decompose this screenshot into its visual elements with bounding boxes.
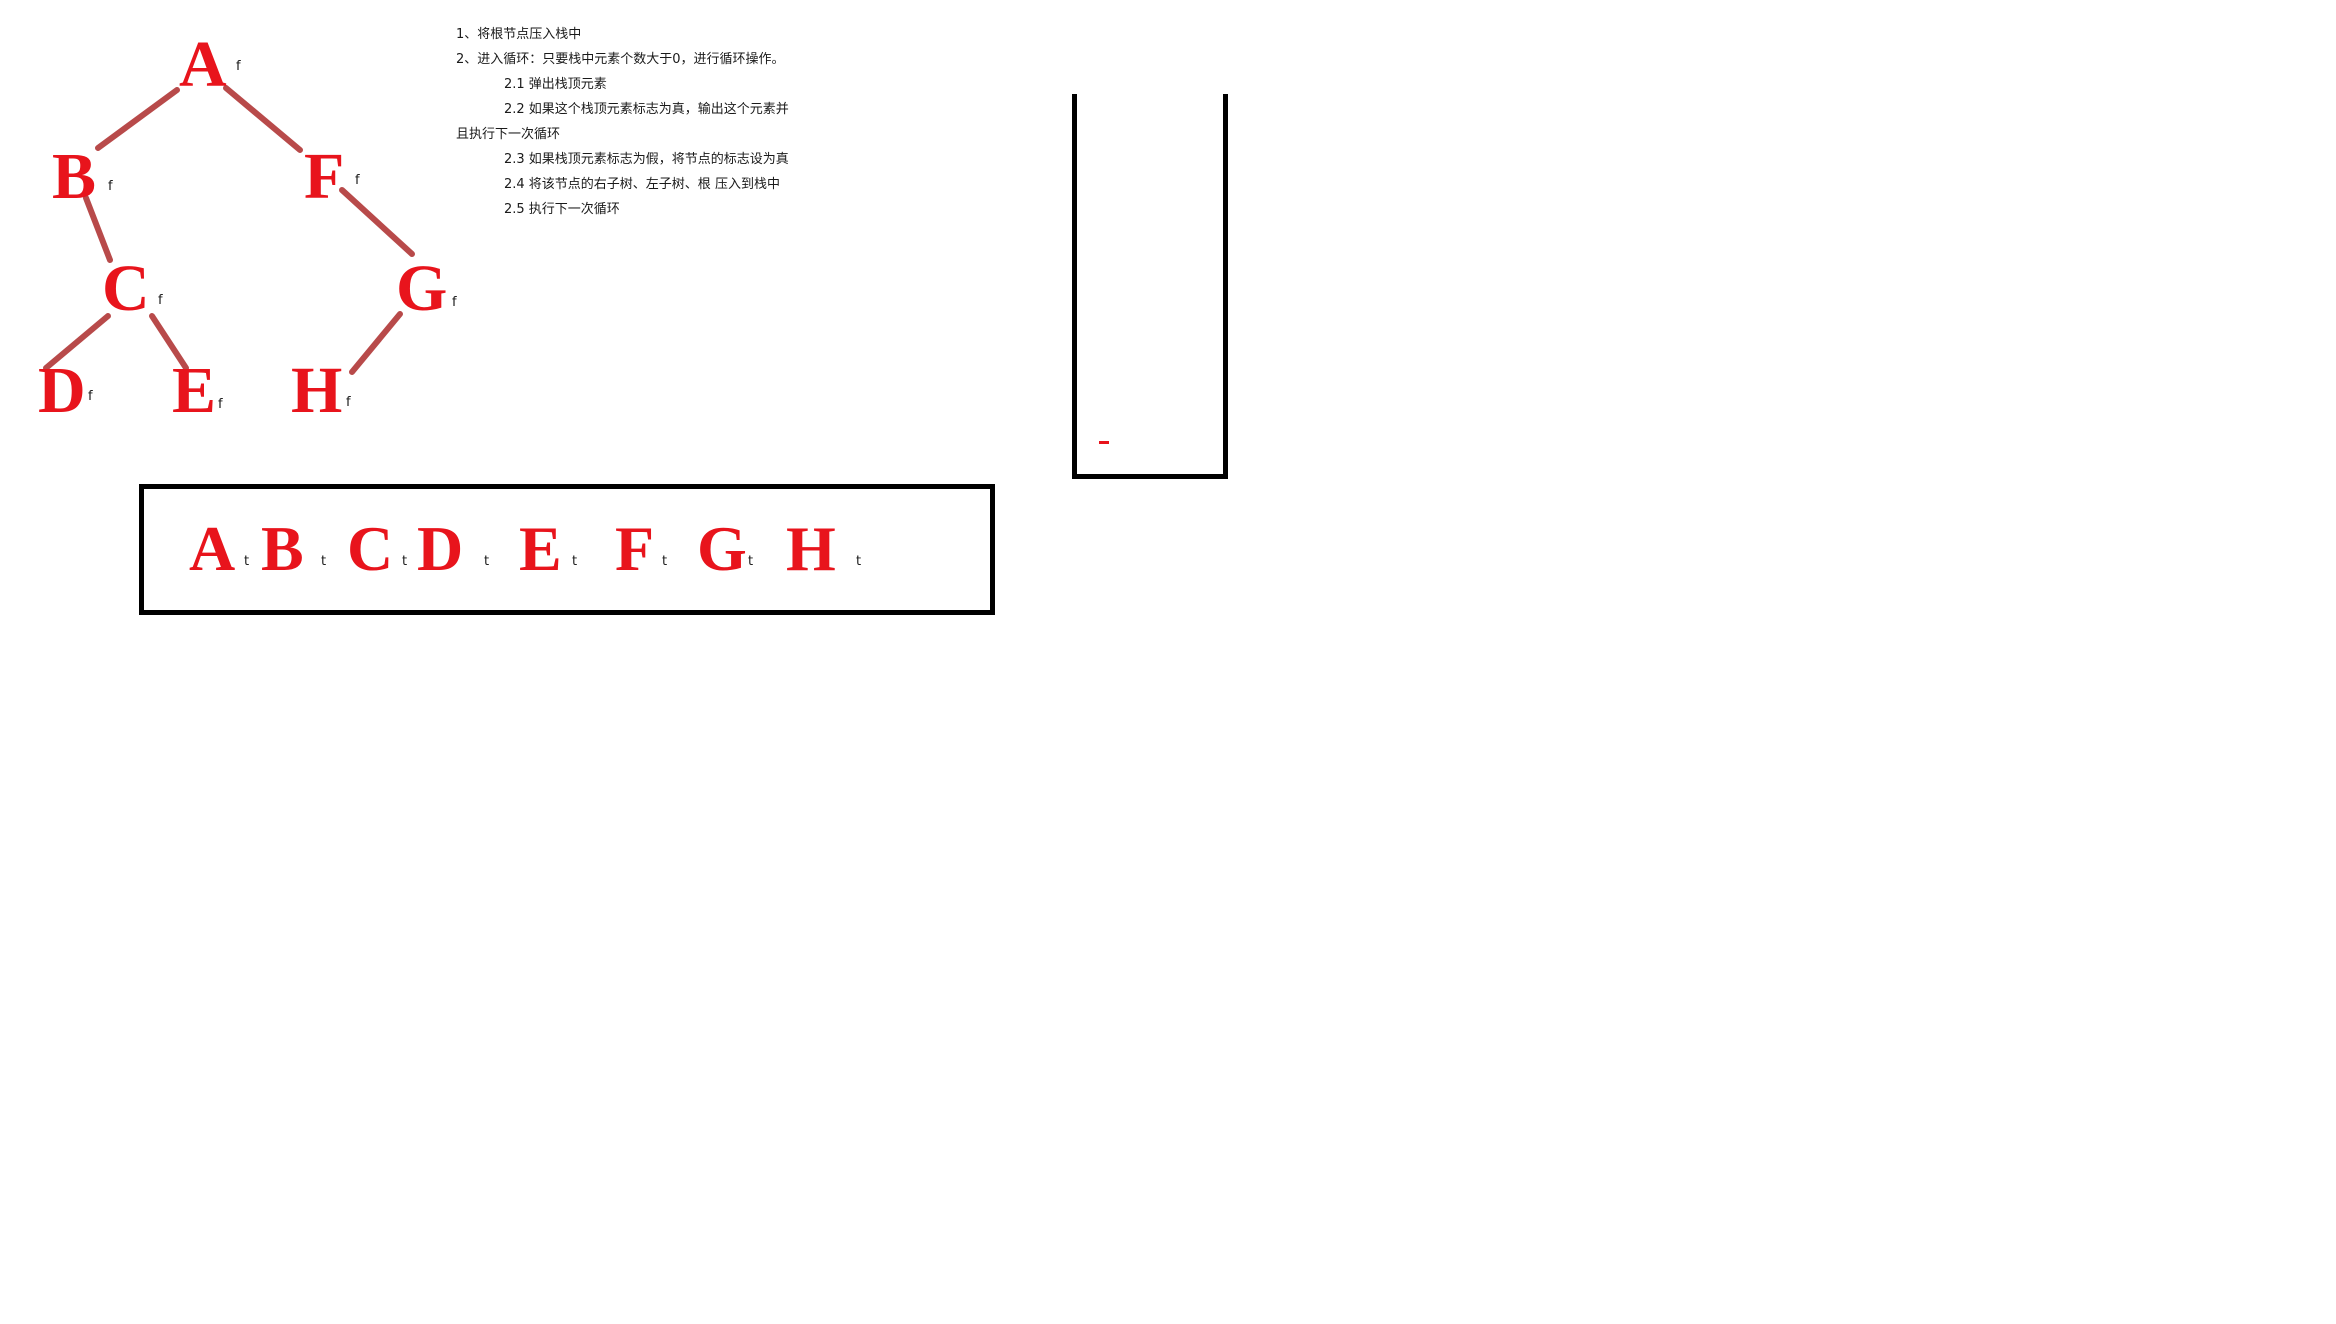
- output-item-g-flag: t: [748, 554, 754, 569]
- output-item-a-label: A: [189, 513, 236, 584]
- output-item-f-flag: t: [662, 554, 668, 569]
- edge-c-e: [149, 313, 189, 371]
- output-item-f-label: F: [615, 513, 655, 584]
- step-2-3: 2.3 如果栈顶元素标志为假，将节点的标志设为真: [504, 152, 789, 167]
- step-2-4: 2.4 将该节点的右子树、左子树、根 压入到栈中: [504, 177, 780, 192]
- node-f-flag: f: [355, 173, 360, 188]
- edge-f-g: [339, 187, 415, 257]
- edge-a-b: [95, 87, 180, 151]
- node-b-label: B: [52, 140, 97, 213]
- step-1: 1、将根节点压入栈中: [456, 27, 582, 42]
- stack-container: [1072, 94, 1228, 479]
- edge-b-c: [83, 195, 113, 263]
- output-item-b-label: B: [261, 513, 304, 584]
- output-item-d-flag: t: [484, 554, 490, 569]
- node-g-label: G: [396, 252, 448, 325]
- node-d-flag: f: [88, 389, 93, 404]
- node-f-label: F: [304, 140, 345, 213]
- tree-edges: [43, 85, 415, 375]
- stack-marker: [1099, 441, 1109, 444]
- node-b-flag: f: [108, 179, 113, 194]
- output-item-h-label: H: [786, 513, 836, 584]
- output-item-c-flag: t: [402, 554, 408, 569]
- output-item-e-flag: t: [572, 554, 578, 569]
- node-a-flag: f: [236, 59, 241, 74]
- node-e-label: E: [172, 354, 217, 427]
- node-c-label: C: [102, 252, 150, 325]
- node-e-flag: f: [218, 397, 223, 412]
- edge-a-f: [223, 85, 303, 153]
- edge-g-h: [349, 311, 403, 375]
- output-item-e-label: E: [519, 513, 562, 584]
- output-item-a-flag: t: [244, 554, 250, 569]
- step-2: 2、进入循环：只要栈中元素个数大于0，进行循环操作。: [456, 52, 785, 67]
- output-item-h-flag: t: [856, 554, 862, 569]
- algorithm-steps: 1、将根节点压入栈中 2、进入循环：只要栈中元素个数大于0，进行循环操作。 2.…: [456, 22, 789, 222]
- step-2-5: 2.5 执行下一次循环: [504, 202, 620, 217]
- step-2-1: 2.1 弹出栈顶元素: [504, 77, 607, 92]
- output-sequence: A t B t C t D t E t F t G t H t: [139, 484, 995, 615]
- edge-c-d: [43, 313, 111, 371]
- step-2-2: 2.2 如果这个栈顶元素标志为真，输出这个元素并: [504, 102, 789, 117]
- output-item-b-flag: t: [321, 554, 327, 569]
- output-item-d-label: D: [417, 513, 464, 584]
- output-item-g-label: G: [697, 513, 747, 584]
- node-d-label: D: [38, 354, 86, 427]
- node-a-label: A: [179, 28, 227, 101]
- node-g-flag: f: [452, 295, 457, 310]
- node-h-label: H: [291, 354, 343, 427]
- node-h-flag: f: [346, 395, 351, 410]
- step-2-2-continued: 且执行下一次循环: [456, 127, 561, 142]
- node-c-flag: f: [158, 293, 163, 308]
- output-item-c-label: C: [347, 513, 394, 584]
